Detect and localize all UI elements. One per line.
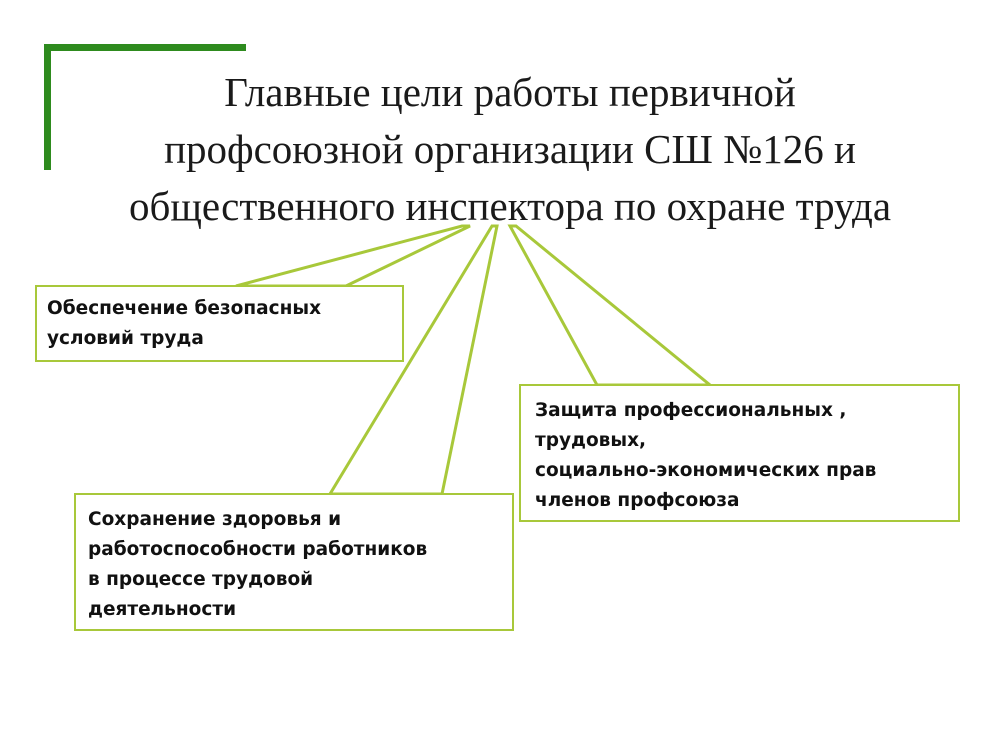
goal-text-line: Сохранение здоровья и [88, 509, 342, 530]
goal-text-line: условий труда [47, 328, 204, 349]
connector-rights [507, 224, 715, 387]
title-line: общественного инспектора по охране труда [128, 183, 892, 229]
goal-text-line: Защита профессиональных , [535, 400, 847, 421]
title-line: Главные цели работы первичной [224, 69, 796, 115]
goal-text-line: деятельности [88, 599, 237, 620]
goal-box-safe-conditions: Обеспечение безопасных условий труда [35, 285, 404, 362]
goal-box-health-preservation: Сохранение здоровья и работоспособности … [74, 493, 514, 631]
title-line: профсоюзной организации СШ №126 и [164, 126, 856, 172]
goal-box-rights-protection: Защита профессиональных , трудовых, соци… [519, 384, 960, 522]
goal-text-line: в процессе трудовой [88, 569, 314, 590]
goal-text-line: трудовых, [535, 430, 647, 451]
slide-title: Главные цели работы первичной профсоюзно… [60, 64, 960, 235]
connector-safety [235, 224, 471, 288]
goal-text-line: членов профсоюза [535, 490, 740, 511]
title-bracket-top [44, 44, 246, 51]
goal-text-line: социально-экономических прав [535, 460, 877, 481]
title-bracket-left [44, 44, 51, 170]
goal-text-line: Обеспечение безопасных [47, 298, 322, 319]
goal-text-line: работоспособности работников [88, 539, 428, 560]
